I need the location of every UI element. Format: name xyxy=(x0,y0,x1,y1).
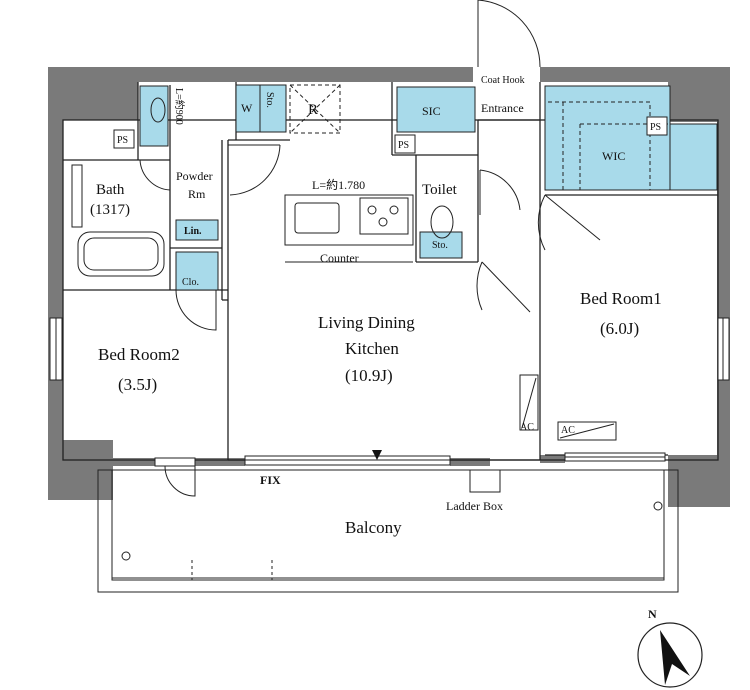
wall-bottom-left xyxy=(113,458,155,466)
labels: Living Dining Kitchen (10.9J) Bed Room1 … xyxy=(90,75,668,537)
kitchen-counter xyxy=(284,194,414,246)
coat-hook-name: Coat Hook xyxy=(481,75,525,86)
bedroom2-name: Bed Room2 xyxy=(98,345,180,364)
doors xyxy=(139,0,601,497)
entrance-door xyxy=(477,0,541,68)
ac-label-vertical: AC xyxy=(520,422,534,433)
sic-name: SIC xyxy=(422,104,441,118)
compass: N xyxy=(637,607,703,688)
vanity-area xyxy=(139,85,169,147)
refrigerator-space xyxy=(289,84,341,134)
vanity-length: L=約900 xyxy=(173,88,186,125)
powder-name-line1: Powder xyxy=(176,169,213,183)
burner-icon xyxy=(378,217,388,227)
bath-bench xyxy=(71,164,83,228)
ps-box: PS xyxy=(113,129,135,149)
entrance-name: Entrance xyxy=(481,101,524,115)
stove xyxy=(359,197,409,235)
ladder-box xyxy=(469,469,501,493)
svg-text:PS: PS xyxy=(650,122,661,133)
toilet-storage-label: Sto. xyxy=(432,240,448,251)
refrigerator-label: R xyxy=(308,102,318,118)
powder-name-line2: Rm xyxy=(188,187,206,201)
storage-top-label: Sto. xyxy=(264,92,275,108)
burner-icon xyxy=(389,205,399,215)
balcony xyxy=(97,469,679,593)
wic-area xyxy=(544,85,671,191)
ac-unit-vertical xyxy=(519,374,539,431)
kitchen-length: L=約1.780 xyxy=(312,177,365,192)
kitchen-sink xyxy=(294,202,340,234)
bath-name: Bath xyxy=(96,182,125,198)
balcony-door xyxy=(164,465,196,497)
wic-shelf xyxy=(669,123,718,191)
linen-label: Lin. xyxy=(184,226,202,237)
fixtures xyxy=(71,84,617,441)
powder-door xyxy=(228,144,281,196)
bedroom1-size: (6.0J) xyxy=(600,319,639,338)
bedroom1-door xyxy=(537,194,601,251)
closet-label: Clo. xyxy=(182,277,199,288)
fix-label: FIX xyxy=(260,473,281,487)
toilet-storage-area xyxy=(419,231,463,259)
burner-icon xyxy=(367,205,377,215)
storage-areas xyxy=(139,84,718,291)
wall-right-pillar xyxy=(668,455,730,507)
washer-area xyxy=(235,84,261,133)
wall-left xyxy=(48,67,63,462)
ps-box: PS xyxy=(394,134,416,154)
ac-label: AC xyxy=(561,425,575,436)
window-bed2 xyxy=(154,457,196,467)
wall-top-left xyxy=(48,67,473,82)
sic-area xyxy=(396,86,476,133)
linen-area xyxy=(175,219,219,241)
wall-right xyxy=(717,67,730,507)
closet-area xyxy=(175,251,219,291)
svg-text:PS: PS xyxy=(117,135,128,146)
bath-door xyxy=(139,159,171,191)
bathtub xyxy=(77,231,165,277)
wall-top-right xyxy=(540,67,730,82)
storage-top-area xyxy=(259,84,287,133)
toilet-bowl xyxy=(430,205,454,239)
north-arrow-icon xyxy=(660,630,690,685)
balcony-name: Balcony xyxy=(345,518,402,537)
wic-name: WIC xyxy=(602,149,625,163)
ldk-size: (10.9J) xyxy=(345,366,393,385)
washer-label: W xyxy=(241,101,253,115)
svg-text:PS: PS xyxy=(398,140,409,151)
windows xyxy=(49,317,730,467)
wall-top-notch-left xyxy=(63,82,138,120)
counter-label: Counter xyxy=(320,251,359,265)
compass-north: N xyxy=(648,607,657,621)
ldk-door xyxy=(476,261,531,313)
ladder-box-label: Ladder Box xyxy=(446,499,503,513)
ldk-name-line1: Living Dining xyxy=(318,313,415,332)
vanity-basin xyxy=(150,97,166,123)
toilet-name: Toilet xyxy=(422,182,458,198)
toilet-door xyxy=(479,169,521,215)
wall-bottom-mid2 xyxy=(450,458,490,466)
bedroom2-size: (3.5J) xyxy=(118,375,157,394)
ps-box: PS xyxy=(646,116,668,136)
ac-unit xyxy=(557,421,617,441)
wall-bottom-right xyxy=(540,455,565,463)
entry-arrow-icon xyxy=(372,450,382,460)
bath-size: (1317) xyxy=(90,202,130,218)
bedroom2-door xyxy=(175,289,217,331)
bedroom1-name: Bed Room1 xyxy=(580,289,662,308)
wall-bottom-mid xyxy=(195,458,245,466)
wall-top-notch-right xyxy=(668,82,717,122)
ldk-name-line2: Kitchen xyxy=(345,339,399,358)
compass-ring xyxy=(637,622,703,688)
